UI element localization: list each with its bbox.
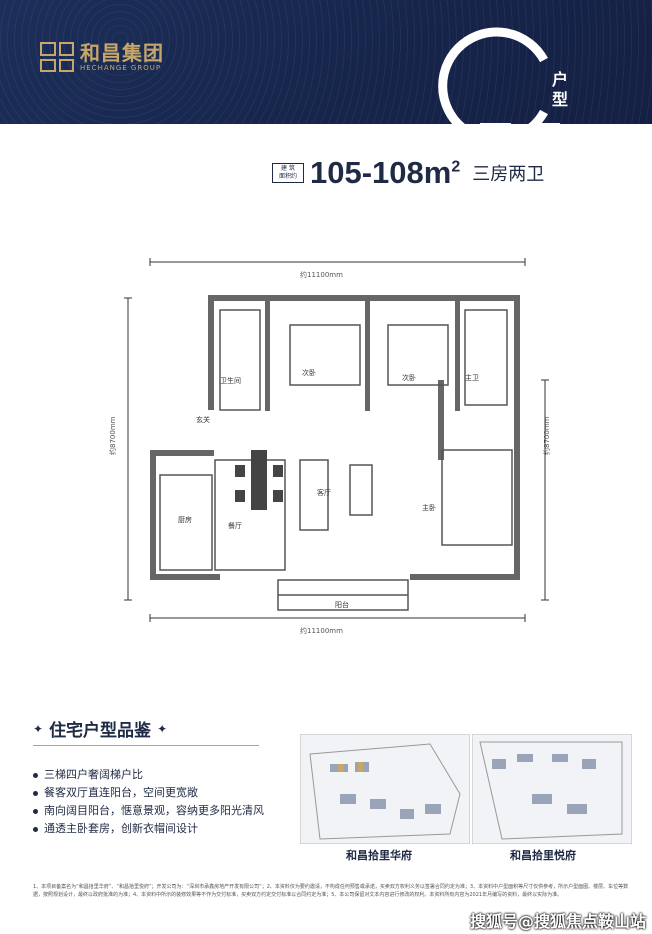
type-label-1: 户	[552, 70, 569, 89]
area-value: 105-108m2	[310, 155, 461, 190]
features-list: 三梯四户奢阔梯户比 餐客双厅直连阳台，空间更宽敞 南向阔目阳台，惬意景观，容纳更…	[33, 766, 264, 838]
features-underline	[33, 745, 259, 746]
room-living: 客厅	[317, 488, 331, 497]
dim-left: 约8700mm	[109, 416, 117, 455]
brand-logo: 和昌集团 HECHANGE GROUP	[40, 42, 164, 72]
site-plan-right	[472, 734, 632, 844]
area-row: 建 筑 面积约 105-108m2 三房两卫	[272, 155, 544, 191]
logo-mark-icon	[40, 42, 74, 72]
unit-type-label: 户 型	[552, 70, 568, 110]
footnote: 1、本项目备案名为“和昌拾里华府”、“和昌拾里悦府”；开发公司为：“深圳市承鑫房…	[33, 884, 629, 898]
features-title: ✦ 住宅户型品鉴 ✦	[33, 721, 168, 741]
room-bedroom-a: 次卧	[302, 368, 316, 377]
feature-item: 通透主卧套房，创新衣帽间设计	[33, 820, 264, 838]
type-label-2: 型	[552, 90, 569, 109]
diamond-icon: ✦	[157, 721, 168, 736]
header-pattern	[0, 0, 652, 124]
brand-name-en: HECHANGE GROUP	[80, 64, 162, 72]
layout-type: 三房两卫	[472, 164, 545, 185]
room-dining: 餐厅	[228, 521, 242, 530]
area-tag: 建 筑 面积约	[272, 163, 304, 183]
room-bath-guest: 卫生间	[220, 376, 241, 385]
floor-plan: 卫生间 次卧 次卧 主卫 玄关 厨房 餐厅 客厅 主卧 阳台	[124, 258, 549, 622]
site-name-left: 和昌拾里华府	[346, 849, 412, 862]
dim-bottom: 约11100mm	[300, 627, 343, 635]
dim-top: 约11100mm	[300, 271, 343, 279]
feature-item: 餐客双厅直连阳台，空间更宽敞	[33, 784, 264, 802]
site-name-right: 和昌拾里悦府	[510, 849, 576, 862]
header-notch	[480, 123, 560, 136]
header-banner: 和昌集团 HECHANGE GROUP 户 型	[0, 0, 652, 124]
site-plan-left	[300, 734, 470, 844]
room-kitchen: 厨房	[178, 515, 192, 524]
feature-item: 三梯四户奢阔梯户比	[33, 766, 264, 784]
feature-item: 南向阔目阳台，惬意景观，容纳更多阳光清风	[33, 802, 264, 820]
watermark: 搜狐号@搜狐焦点鞍山站	[470, 912, 647, 931]
room-bedroom-b: 次卧	[402, 373, 416, 382]
room-entry: 玄关	[196, 415, 210, 424]
room-master: 主卧	[422, 503, 436, 512]
type-letter-c	[438, 27, 548, 124]
room-balcony: 阳台	[335, 600, 349, 609]
room-bath-master: 主卫	[465, 373, 479, 382]
brand-name-cn: 和昌集团	[80, 41, 164, 65]
diamond-icon: ✦	[33, 721, 44, 736]
